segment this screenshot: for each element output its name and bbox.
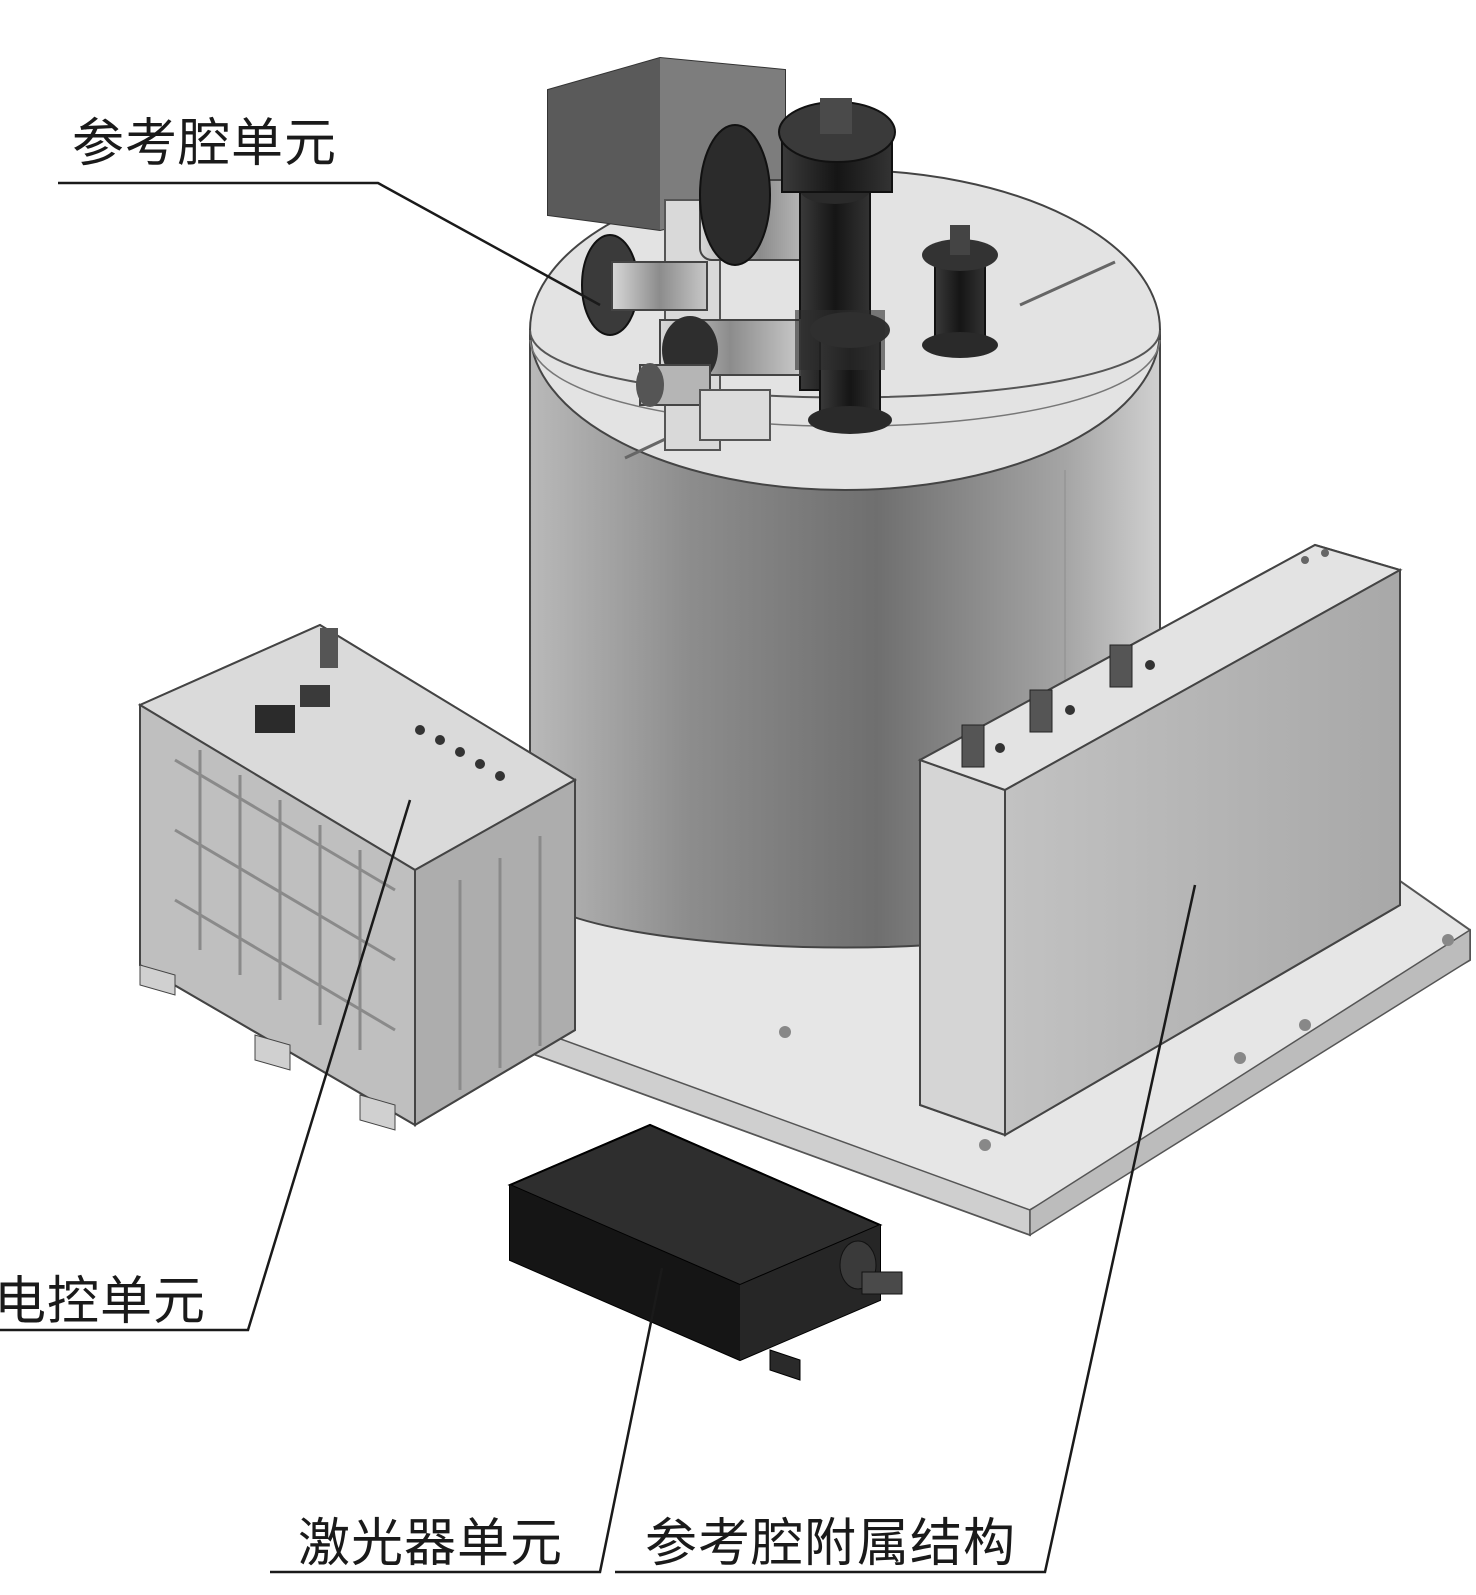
attachment-box: [917, 543, 1403, 1137]
label-laser-unit: 激光器单元: [298, 1514, 564, 1574]
electric-control-box: [137, 623, 577, 1131]
attachment-leader: [615, 884, 1197, 1574]
label-reference-cavity-attachment: 参考腔附属结构: [645, 1514, 1017, 1574]
electric-leader: [0, 799, 412, 1332]
reference-cavity-top-assembly: [547, 56, 998, 451]
ref-cavity-leader: [58, 181, 601, 307]
label-reference-cavity-unit: 参考腔单元: [72, 114, 338, 174]
laser-leader: [270, 1267, 664, 1574]
label-electric-control-unit: 电控单元: [0, 1272, 207, 1332]
callout-lines: [0, 181, 1197, 1574]
laser-box: [507, 1123, 903, 1381]
